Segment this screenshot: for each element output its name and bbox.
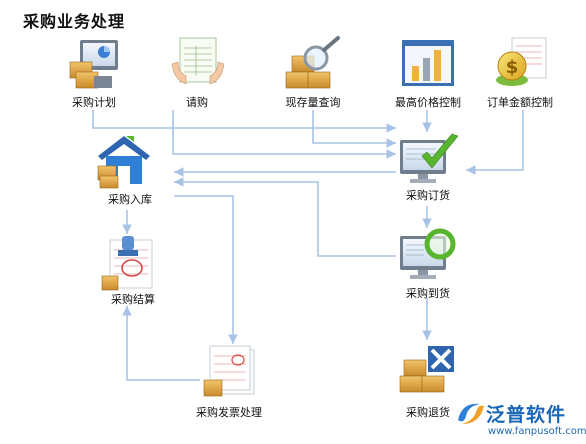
node-label-order: 采购订货 (406, 189, 450, 202)
connector-order-to-invoice (174, 195, 238, 344)
stock-search-icon (285, 36, 340, 89)
node-label-return: 采购退货 (406, 406, 450, 419)
return-boxes-icon (399, 346, 454, 393)
request-form-icon (171, 37, 225, 85)
node-label-request: 请购 (186, 96, 208, 109)
monitor-search-icon (400, 228, 456, 279)
connector-request-to-order (172, 110, 396, 159)
svg-text:$: $ (506, 57, 519, 78)
warehouse-icon (97, 136, 150, 189)
node-label-invoice: 采购发票处理 (196, 406, 262, 419)
brand-logo: 泛普软件 www.fanpusoft.com (452, 396, 586, 442)
connector-amount-to-order (466, 110, 524, 175)
node-label-plan: 采购计划 (72, 96, 116, 109)
invoice-stack-icon (203, 345, 255, 397)
brand-url: www.fanpusoft.com (488, 426, 586, 437)
connector-stock-to-order (312, 110, 396, 148)
coin-document-icon: $ (496, 37, 547, 86)
node-label-order-amount: 订单金额控制 (487, 96, 553, 109)
stamp-invoice-icon (101, 236, 153, 291)
brand-swirl-icon (458, 403, 484, 424)
node-label-settlement: 采购结算 (111, 293, 155, 306)
connector-plan-to-order (92, 110, 396, 133)
node-label-stock-query: 现存量查询 (285, 96, 341, 109)
monitor-boxes-icon (69, 40, 118, 89)
node-label-arrival: 采购到货 (406, 287, 450, 300)
connector-invoice-to-settlement (122, 306, 200, 381)
bar-chart-icon (402, 40, 454, 86)
brand-name: 泛普软件 (486, 404, 567, 426)
node-label-max-price: 最高价格控制 (395, 96, 461, 109)
connector-arrival-to-warehouse (174, 177, 396, 257)
diagram-title: 采购业务处理 (23, 12, 126, 31)
node-label-warehouse: 采购入库 (108, 193, 152, 206)
monitor-check-icon (400, 133, 459, 183)
